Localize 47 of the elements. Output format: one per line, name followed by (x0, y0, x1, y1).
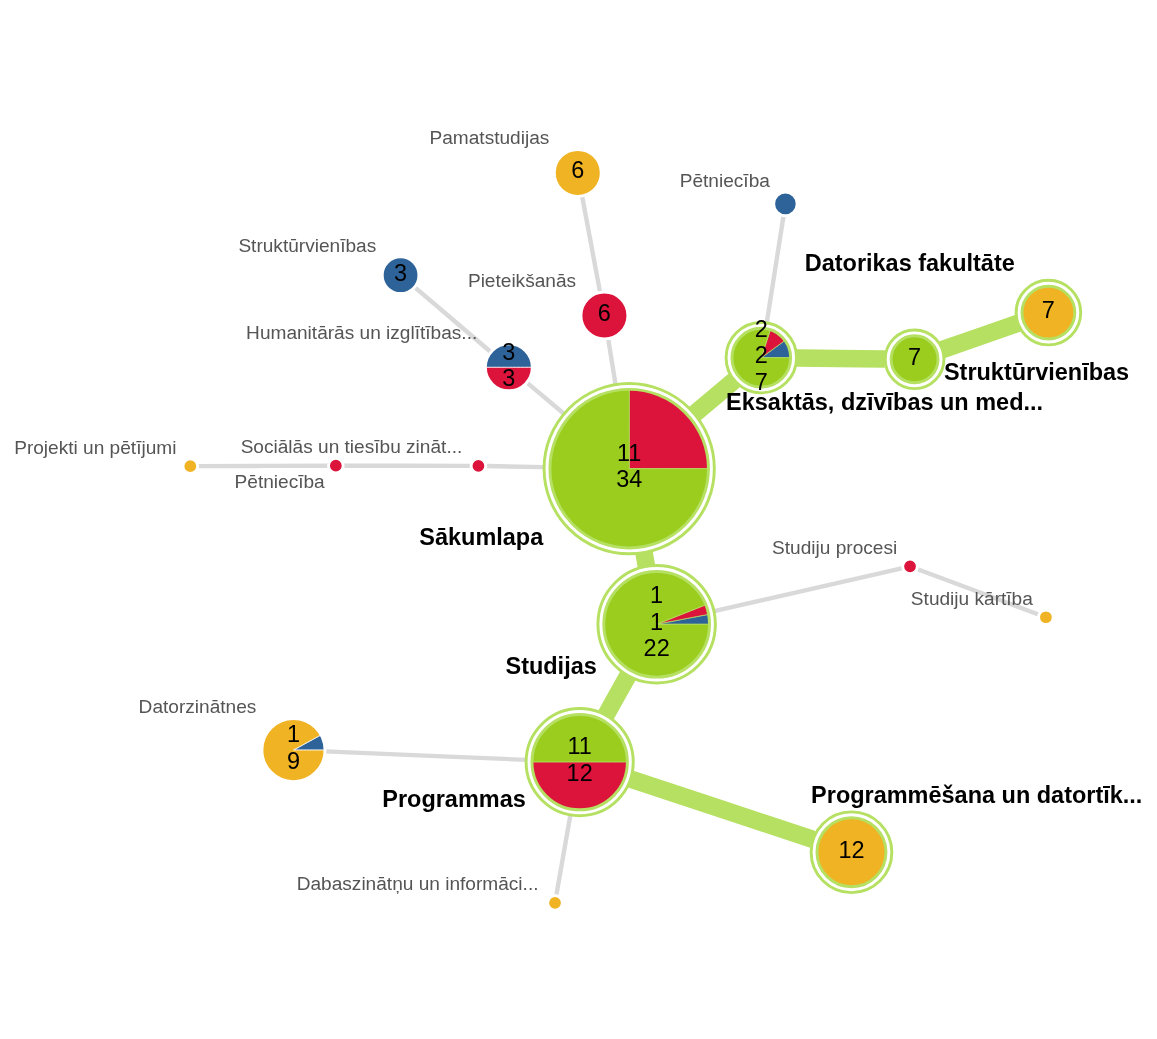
connector (413, 286, 492, 354)
node-label: Struktūrvienības (943, 358, 1130, 385)
node-circle (327, 456, 345, 475)
node-circle: 12 (809, 810, 894, 895)
node-circle (901, 557, 919, 576)
node-circle (181, 457, 200, 475)
connector (713, 565, 904, 614)
node-label: Sākumlapa (419, 523, 544, 550)
node-label: Dabaszinātņu un informāci... (296, 873, 539, 895)
node-label: Pamatstudijas (429, 127, 550, 149)
node-label: Pētniecība (234, 471, 325, 493)
node-label: Datorzinātnes (138, 696, 257, 718)
node-label: Programmēšana un datortīk... (811, 781, 1143, 808)
connector (485, 463, 544, 470)
connector (525, 380, 565, 415)
node-label: Projekti un pētījumi (14, 436, 177, 458)
node-circle: 6 (579, 290, 630, 341)
node-circle: 7 (1014, 278, 1083, 347)
node-label: Studiju kārtība (910, 587, 1033, 609)
connector (688, 373, 740, 421)
connector (916, 566, 1040, 617)
node-circle: 1 1 22 (596, 564, 717, 685)
node-circle (772, 190, 799, 218)
connector (554, 814, 573, 896)
node-label: Sociālās un tiesību zināt... (240, 436, 463, 458)
node-circle (546, 894, 564, 912)
node-label: Studijas (505, 652, 597, 679)
node-label: Datorikas fakultāte (804, 250, 1015, 277)
connector (628, 770, 816, 848)
node-label: Humanitārās un izglītības... (246, 321, 478, 343)
node-label: Struktūrvienības (238, 234, 377, 256)
connector (343, 463, 471, 469)
connector (579, 195, 603, 293)
node-label: Studiju procesi (772, 536, 898, 558)
connector (764, 215, 786, 324)
connector (598, 671, 636, 720)
node-circle: 7 (883, 328, 946, 391)
connector (939, 314, 1021, 358)
node-circle (469, 457, 488, 475)
connector (796, 349, 885, 368)
connector (606, 338, 618, 385)
connector (198, 463, 329, 469)
connector (325, 749, 526, 763)
node-circle: 11 12 (524, 707, 635, 818)
node-label: Programmas (382, 785, 526, 812)
node-label: Pieteikšanās (467, 269, 577, 291)
node-label: Pētniecība (679, 169, 770, 191)
